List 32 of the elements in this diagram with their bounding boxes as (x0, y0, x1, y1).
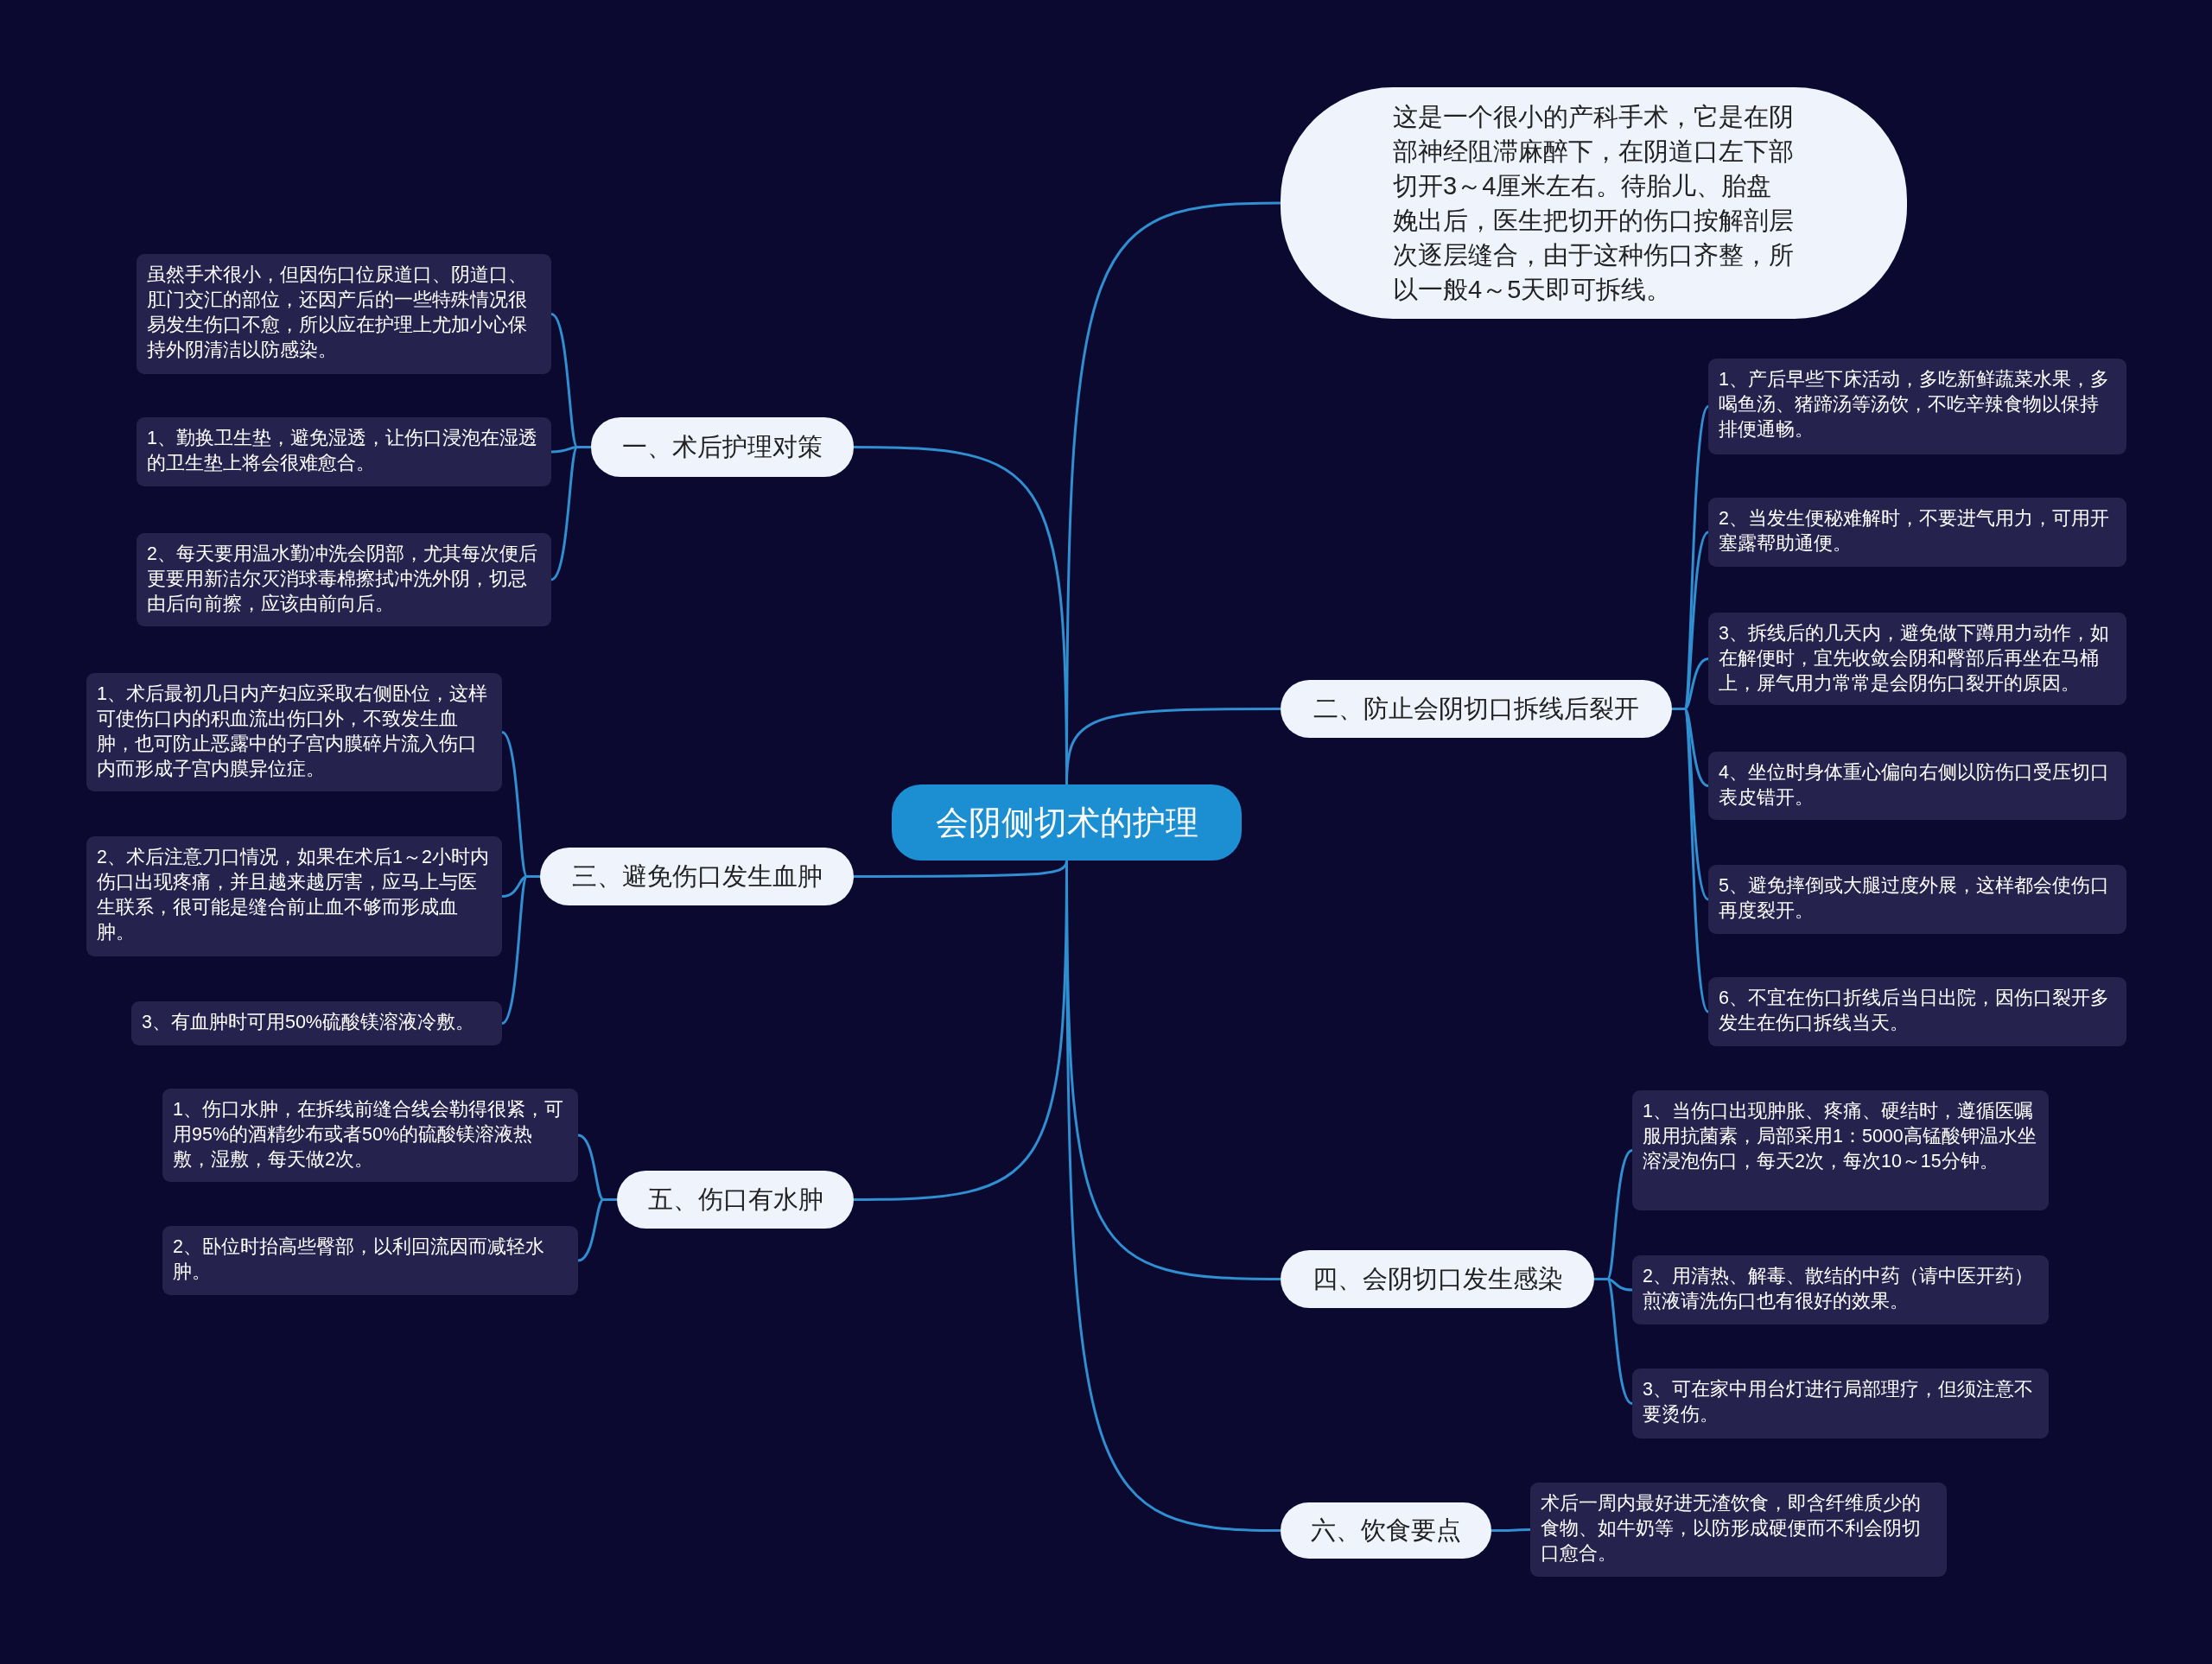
connector-line (501, 875, 540, 1025)
topic-bubble: 这是一个很小的产科手术，它是在阴部神经阻滞麻醉下，在阴道口左下部切开3～4厘米左右。待胎儿、胎盘娩出后，医生把切开的伤口按解剖层次逐层缝合，由于这种伤口齐整，所以一般4～5天即可拆线。 (1281, 87, 1907, 319)
note-card: 6、不宜在伤口折线后当日出院，因伤口裂开多发生在伤口拆线当天。 (1708, 977, 2126, 1046)
branch-topic: 三、避免伤口发生血肿 (540, 848, 854, 905)
branch-topic: 一、术后护理对策 (591, 417, 854, 477)
note-card: 1、当伤口出现肿胀、疼痛、硬结时，遵循医嘱服用抗菌素，局部采用1：5000高锰酸钾温水坐溶浸泡伤口，每天2次，每次10～15分钟。 (1632, 1090, 2049, 1210)
note-card: 1、术后最初几日内产妇应采取右侧卧位，这样可使伤口内的积血流出伤口外，不致发生血肿，也可防止恶露中的子宫内膜碎片流入伤口内而形成子宫内膜异位症。 (86, 673, 502, 791)
note-card: 2、卧位时抬高些臀部，以利回流因而减轻水肿。 (162, 1226, 578, 1295)
note-card: 3、拆线后的几天内，避免做下蹲用力动作，如在解便时，宜先收敛会阴和臀部后再坐在马桶上，屏气用力常常是会阴伤口裂开的原因。 (1708, 613, 2126, 705)
note-card: 虽然手术很小，但因伤口位尿道口、阴道口、肛门交汇的部位，还因产后的一些特殊情况很易发生伤口不愈，所以应在护理上尤加小心保持外阴清洁以防感染。 (137, 254, 551, 374)
connector-line (1491, 1528, 1530, 1532)
connector-line (577, 1198, 617, 1262)
note-card: 4、坐位时身体重心偏向右侧以防伤口受压切口表皮错开。 (1708, 752, 2126, 820)
branch-topic: 六、饮食要点 (1281, 1502, 1491, 1559)
branch-topic: 四、会阴切口发生感染 (1281, 1250, 1594, 1308)
note-card: 2、当发生便秘难解时，不要进气用力，可用开塞露帮助通便。 (1708, 498, 2126, 567)
note-card: 术后一周内最好进无渣饮食，即含纤维质少的食物、如牛奶等，以防形成硬便而不利会阴切口愈合。 (1530, 1483, 1947, 1577)
note-card: 3、有血肿时可用50%硫酸镁溶液冷敷。 (131, 1001, 502, 1045)
note-card: 2、每天要用温水勤冲洗会阴部，尤其每次便后更要用新洁尔灭消球毒棉擦拭冲洗外阴，切忌由后向前擦，应该由前向后。 (137, 533, 551, 626)
connector-line (550, 446, 591, 581)
connector-line (1594, 1278, 1633, 1405)
note-card: 1、伤口水肿，在拆线前缝合线会勒得很紧，可用95%的酒精纱布或者50%的硫酸镁溶液热敷，湿敷，每天做2次。 (162, 1089, 578, 1182)
note-card: 5、避免摔倒或大腿过度外展，这样都会使伤口再度裂开。 (1708, 865, 2126, 934)
connector-line (1672, 708, 1710, 1013)
branch-topic: 二、防止会阴切口拆线后裂开 (1281, 680, 1672, 738)
note-card: 1、产后早些下床活动，多吃新鲜蔬菜水果，多喝鱼汤、猪蹄汤等汤饮，不吃辛辣食物以保持排便通畅。 (1708, 359, 2126, 454)
central-topic: 会阴侧切术的护理 (892, 784, 1242, 861)
note-card: 1、勤换卫生垫，避免湿透，让伤口浸泡在湿透的卫生垫上将会很难愈合。 (137, 417, 551, 486)
branch-topic: 五、伤口有水肿 (617, 1171, 854, 1229)
note-card: 3、可在家中用台灯进行局部理疗，但须注意不要烫伤。 (1632, 1369, 2049, 1439)
note-card: 2、用清热、解毒、散结的中药（请中医开药）煎液请洗伤口也有很好的效果。 (1632, 1255, 2049, 1324)
note-card: 2、术后注意刀口情况，如果在术后1～2小时内伤口出现疼痛，并且越来越厉害，应马上与医生联系，很可能是缝合前止血不够而形成血肿。 (86, 836, 502, 956)
